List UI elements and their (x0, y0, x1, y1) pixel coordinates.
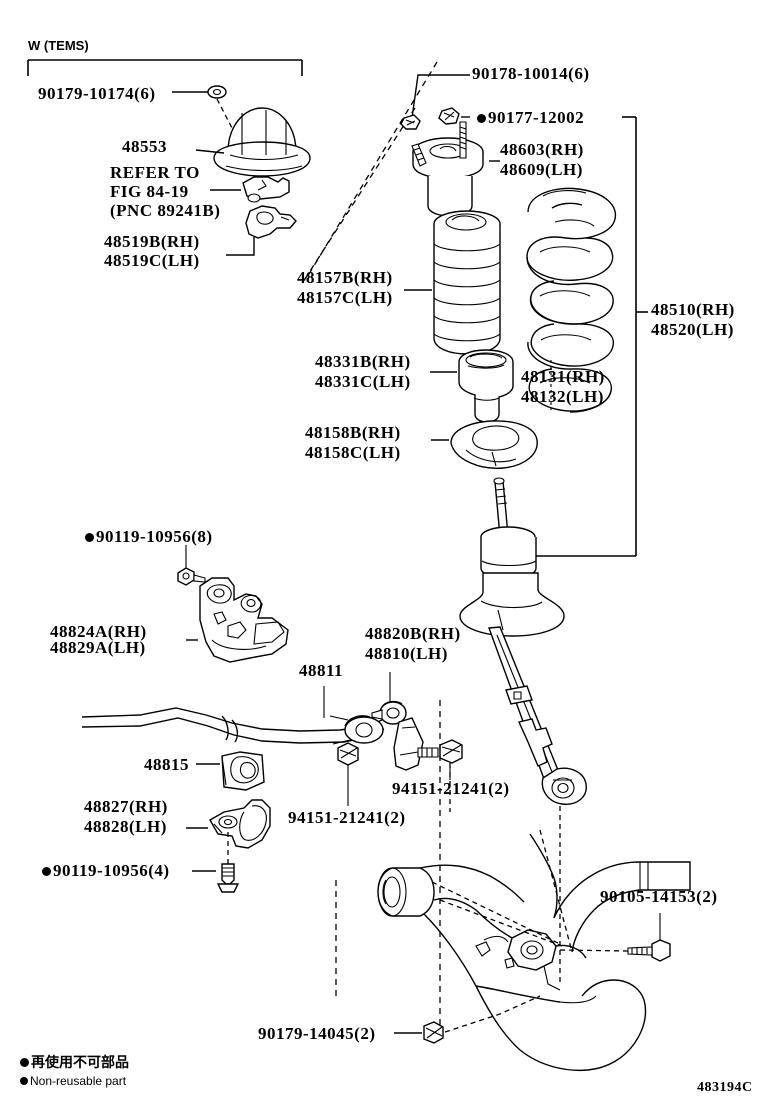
label-48820b-rh: 48820B(RH) (365, 624, 461, 643)
part-48603-art (411, 121, 500, 217)
bolt-90105-14153-art (559, 913, 671, 962)
label-48827-rh: 48827(RH) (84, 797, 168, 816)
label-94151-21241-b: 94151-21241(2) (288, 808, 406, 827)
tems-group-bracket (27, 59, 303, 76)
nut-90179-14045-art (394, 995, 541, 1044)
legend-cjk-text: 再使用不可部品 (31, 1055, 129, 1071)
label-48131-rh: 48131(RH) (521, 367, 605, 386)
label-90105-14153: 90105-14153(2) (600, 887, 718, 906)
non-reusable-bullet-icon (20, 1058, 29, 1067)
legend-non-reusable-cjk: 再使用不可部品 (20, 1052, 129, 1072)
label-48132-lh: 48132(LH) (521, 387, 604, 406)
label-94151-21241-a: 94151-21241(2) (392, 779, 510, 798)
label-90178-10014: 90178-10014(6) (472, 64, 590, 83)
steering-knuckle-art (529, 829, 691, 953)
part-48827-art (186, 799, 271, 893)
label-90119-10956-4-text: 90119-10956(4) (53, 861, 170, 880)
coil-spring-48131-art (526, 187, 617, 413)
non-reusable-bullet-icon (85, 533, 94, 542)
figure-code: 483194C (697, 1080, 753, 1095)
part-48331-art (430, 349, 514, 423)
label-48331c-lh: 48331C(LH) (315, 372, 411, 391)
label-48520-lh: 48520(LH) (651, 320, 734, 339)
tems-group-header: W (TEMS) (28, 38, 89, 53)
label-48609-lh: 48609(LH) (500, 160, 583, 179)
strut-assembly-bracket (570, 116, 648, 557)
label-90177-12002: 90177-12002 (477, 108, 584, 127)
part-48157-art (404, 210, 501, 355)
bolt-90119-10956-8-art (177, 545, 206, 586)
label-48815: 48815 (144, 755, 189, 774)
legend-en-text: Non-reusable part (30, 1074, 127, 1088)
part-48553-art (195, 107, 311, 177)
label-48157b-rh: 48157B(RH) (297, 268, 393, 287)
label-refer-line2: FIG 84-19 (110, 182, 189, 201)
assembly-dashed-line-2 (302, 107, 416, 283)
part-48519-art (226, 205, 297, 256)
label-refer-line3: (PNC 89241B) (110, 201, 221, 220)
label-48158c-lh: 48158C(LH) (305, 443, 401, 462)
nut-90179-10174-art (172, 85, 233, 129)
label-48158b-rh: 48158B(RH) (305, 423, 401, 442)
shock-absorber-art (459, 477, 587, 986)
legend-non-reusable-en: Non-reusable part (20, 1074, 126, 1088)
label-48331b-rh: 48331B(RH) (315, 352, 411, 371)
label-48553: 48553 (122, 137, 167, 156)
label-90179-10174: 90179-10174(6) (38, 84, 156, 103)
stabilizer-bar-48811-art (81, 686, 385, 745)
refer-fig-part-art (210, 176, 290, 203)
label-48157c-lh: 48157C(LH) (297, 288, 393, 307)
label-90119-10956-8: 90119-10956(8) (85, 527, 213, 546)
part-48824a-art (186, 577, 289, 663)
bolt-90178-10014-art (400, 74, 470, 130)
part-48158-art (431, 420, 538, 469)
non-reusable-bullet-icon (20, 1077, 28, 1085)
label-refer-line1: REFER TO (110, 163, 200, 182)
label-90119-10956-8-text: 90119-10956(8) (96, 527, 213, 546)
lower-control-arm-art (377, 864, 647, 1072)
label-90177-12002-text: 90177-12002 (488, 108, 585, 127)
label-48824a-rh: 48824A(RH) (50, 622, 147, 641)
label-48519c-lh: 48519C(LH) (104, 251, 200, 270)
nut-94151-a-art (337, 742, 359, 806)
label-48519b-rh: 48519B(RH) (104, 232, 200, 251)
part-48820b-link-art (371, 672, 463, 812)
label-90119-10956-4: 90119-10956(4) (42, 861, 170, 880)
nut-90177-12002-art (438, 107, 470, 125)
non-reusable-bullet-icon (42, 867, 51, 876)
part-48815-art (196, 751, 265, 791)
label-90179-14045: 90179-14045(2) (258, 1024, 376, 1043)
label-48510-rh: 48510(RH) (651, 300, 735, 319)
label-48603-rh: 48603(RH) (500, 140, 584, 159)
label-48829a-lh: 48829A(LH) (50, 638, 146, 657)
assembly-dashed-line-1 (305, 61, 438, 280)
label-48810-lh: 48810(LH) (365, 644, 448, 663)
label-48811: 48811 (299, 661, 344, 680)
non-reusable-bullet-icon (477, 114, 486, 123)
label-48828-lh: 48828(LH) (84, 817, 167, 836)
